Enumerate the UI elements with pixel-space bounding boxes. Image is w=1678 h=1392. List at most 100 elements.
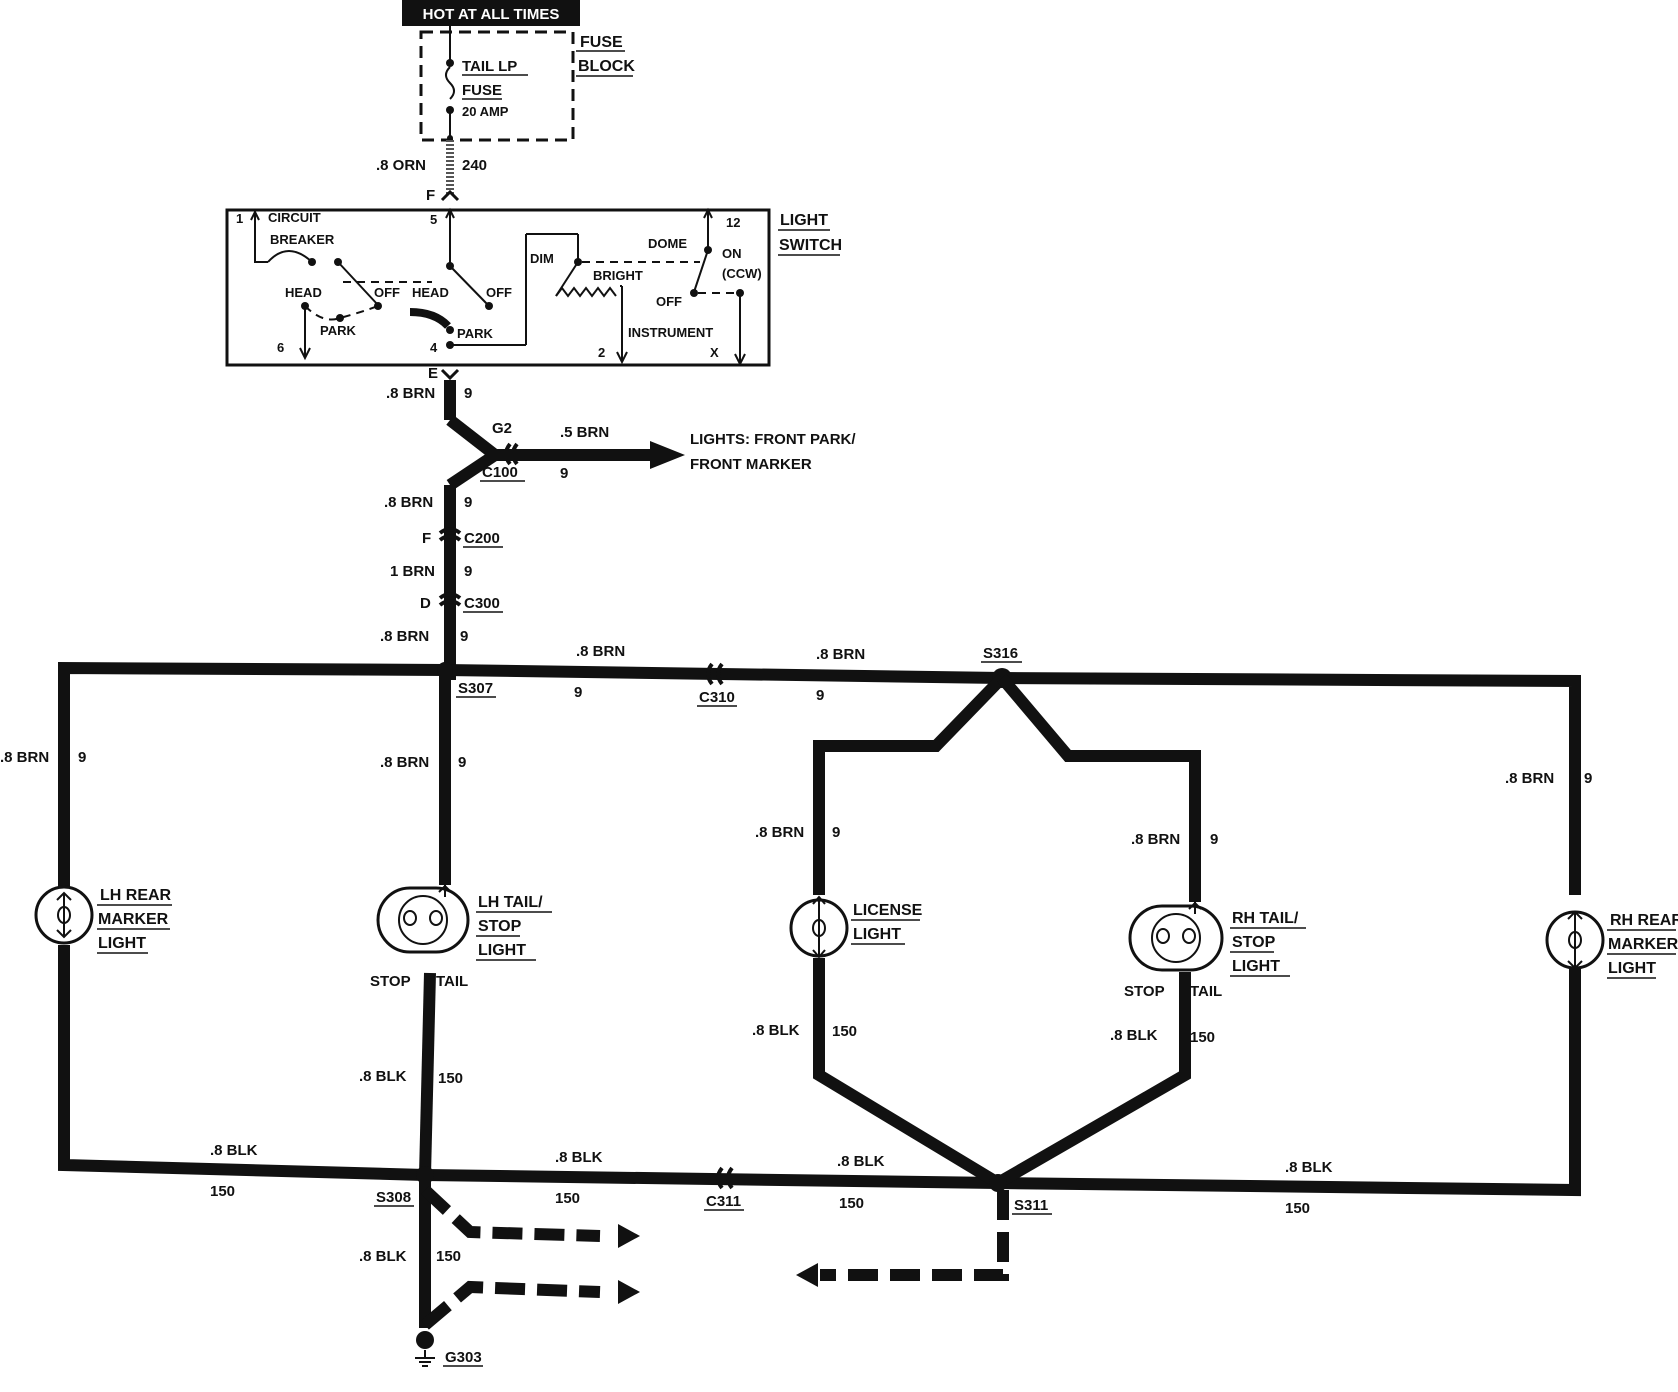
brn-lh-marker-gauge: .8 BRN [0, 749, 49, 766]
license-light: LICENSE LIGHT [789, 895, 923, 959]
lh-tail-label-2: STOP [478, 918, 522, 935]
rheostat-icon [555, 286, 617, 298]
label-off-left: OFF [374, 285, 400, 300]
license-label-2: LIGHT [853, 926, 901, 943]
fuse-word: FUSE [462, 82, 502, 99]
s308-label: S308 [376, 1189, 411, 1206]
brn-s307-left-gauge: .8 BRN [576, 643, 625, 660]
bulb-icon [403, 910, 417, 926]
brn-s307-right-circuit: 9 [816, 687, 824, 704]
brn-e-circuit: 9 [464, 385, 472, 402]
brn-front-circuit: 9 [560, 465, 568, 482]
blk-ground-circuit: 150 [436, 1248, 461, 1265]
brn-c100-circuit: 9 [464, 494, 472, 511]
c200-pin: F [422, 530, 431, 547]
fuse-element-icon [445, 66, 455, 100]
bulb-icon [1156, 928, 1170, 944]
c300-label: C300 [464, 595, 500, 612]
label-park-left: PARK [320, 323, 356, 338]
c311-connector-icon [716, 1166, 734, 1190]
rh-tail-tail-label: TAIL [1190, 983, 1222, 1000]
label-dome: DOME [648, 236, 687, 251]
light-switch: LIGHT SWITCH 1 CIRCUIT BREAKER HEAD OFF … [225, 207, 842, 367]
wire-brn-feed: E .8 BRN 9 G2 C100 .5 BRN 9 LIGHTS: FRON… [380, 365, 856, 680]
brn-e-gauge: .8 BRN [386, 385, 435, 402]
lh-tail-stop-light: LH TAIL/ STOP LIGHT STOP TAIL [370, 884, 552, 990]
brn-c300-gauge: .8 BRN [380, 628, 429, 645]
bulb-icon [57, 906, 71, 924]
brn-lh-marker-circuit: 9 [78, 749, 86, 766]
rh-marker-label-3: LIGHT [1608, 960, 1656, 977]
blk-c311-right-circuit: 150 [839, 1195, 864, 1212]
pin-5: 5 [430, 212, 437, 227]
orn-gauge: .8 ORN [376, 157, 426, 174]
brn-lh-tail-circuit: 9 [458, 754, 466, 771]
rh-tail-stop-label: STOP [1124, 983, 1165, 1000]
c300-connector-icon [438, 592, 462, 607]
brn-front-gauge: .5 BRN [560, 424, 609, 441]
blk-license-circuit: 150 [832, 1023, 857, 1040]
rh-marker-label-1: RH REAR [1610, 912, 1678, 929]
rh-tail-label-2: STOP [1232, 934, 1276, 951]
license-label-1: LICENSE [853, 902, 923, 919]
blk-rh-tail-circuit: 150 [1190, 1029, 1215, 1046]
label-bright: BRIGHT [593, 268, 643, 283]
c311-label: C311 [706, 1193, 741, 1210]
label-park-mid: PARK [457, 326, 493, 341]
fuse-name: TAIL LP [462, 58, 517, 75]
blk-c311-left-circuit: 150 [555, 1190, 580, 1207]
lh-tail-tail-label: TAIL [436, 973, 468, 990]
blk-rh-marker-circuit: 150 [1285, 1200, 1310, 1217]
blk-lh-marker-circuit: 150 [210, 1183, 235, 1200]
blk-license-gauge: .8 BLK [752, 1022, 800, 1039]
c310-label: C310 [699, 689, 735, 706]
light-switch-title-2: SWITCH [779, 237, 842, 254]
label-head-left: HEAD [285, 285, 322, 300]
front-lights-label-1: LIGHTS: FRONT PARK/ [690, 431, 856, 448]
blk-returns: S308 S311 C311 .8 BLK 150 .8 BLK 150 .8 … [58, 945, 1581, 1367]
lh-marker-label-1: LH REAR [100, 887, 172, 904]
pin-1: 1 [236, 211, 243, 226]
lh-marker-label-2: MARKER [98, 911, 169, 928]
s307-label: S307 [458, 680, 493, 697]
brn-rh-marker-circuit: 9 [1584, 770, 1592, 787]
front-lights-label-2: FRONT MARKER [690, 456, 812, 473]
lh-tail-label-1: LH TAIL/ [478, 894, 543, 911]
pin-6: 6 [277, 340, 284, 355]
orn-circuit: 240 [462, 157, 487, 174]
hot-label: HOT AT ALL TIMES [423, 6, 560, 23]
head-park-contact-icon [409, 308, 451, 329]
label-ccw: (CCW) [722, 266, 762, 281]
brn-c300-circuit: 9 [460, 628, 468, 645]
c300-pin: D [420, 595, 431, 612]
lh-tail-stop-label: STOP [370, 973, 411, 990]
fuse-block-title-2: BLOCK [578, 58, 635, 75]
fuse-block-title-1: FUSE [580, 34, 623, 51]
wire-orn-240: .8 ORN 240 F [376, 140, 487, 204]
c100-label: C100 [482, 464, 518, 481]
hot-at-all-times-banner: HOT AT ALL TIMES [402, 0, 580, 26]
brn-rh-tail-gauge: .8 BRN [1131, 831, 1180, 848]
label-off-right: OFF [656, 294, 682, 309]
lh-marker-label-3: LIGHT [98, 935, 146, 952]
bulb-icon [812, 919, 826, 937]
blk-rh-marker-gauge: .8 BLK [1285, 1159, 1333, 1176]
rh-marker-label-2: MARKER [1608, 936, 1678, 953]
g303-label: G303 [445, 1349, 482, 1366]
rh-tail-stop-light: RH TAIL/ STOP LIGHT STOP TAIL [1124, 901, 1306, 1000]
blk-lh-tail-circuit: 150 [438, 1070, 463, 1087]
pin-12: 12 [726, 215, 740, 230]
brn-rh-marker-gauge: .8 BRN [1505, 770, 1554, 787]
c200-label: C200 [464, 530, 500, 547]
brn-license-gauge: .8 BRN [755, 824, 804, 841]
s311-label: S311 [1014, 1197, 1048, 1214]
rh-tail-label-3: LIGHT [1232, 958, 1280, 975]
label-off-mid: OFF [486, 285, 512, 300]
fuse-rating: 20 AMP [462, 104, 509, 119]
c200-connector-icon [438, 527, 462, 542]
circuit-breaker-icon [267, 250, 313, 263]
brn-rh-tail-circuit: 9 [1210, 831, 1218, 848]
rh-rear-marker-light: RH REAR MARKER LIGHT [1545, 910, 1678, 979]
bulb-icon [1568, 931, 1582, 949]
blk-lh-marker-gauge: .8 BLK [210, 1142, 258, 1159]
